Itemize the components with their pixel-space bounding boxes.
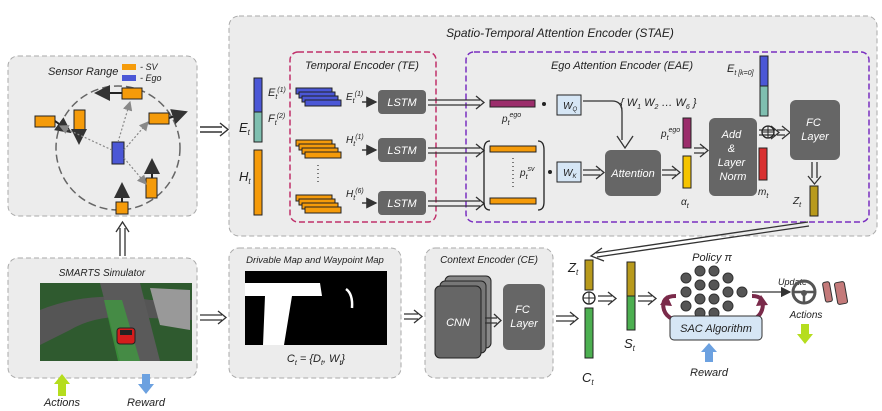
steering-wheel-icon [791,279,817,305]
attention-label: Attention [610,168,654,180]
reward-up-arrow-icon [701,343,717,362]
c-t-vector [584,307,594,359]
map-equation: Ct = {Dt, Wt} [287,353,345,367]
add-norm-block [709,118,757,196]
lstm-block [378,138,426,162]
sensor-panel [7,55,198,217]
lstm-label: LSTM [387,97,417,109]
actions-up-arrow-icon [54,374,70,396]
fc-label-eae: FC Layer [801,117,830,143]
cnn-block [434,285,482,359]
eae-title: Ego Attention Encoder (EAE) [551,60,693,72]
h-t-label: Ht [239,169,251,186]
add-norm-label: Add & Layer Norm [718,129,749,183]
wq-box [556,94,582,116]
legend-ego: - Ego [140,73,162,83]
lstm-block [378,90,426,114]
sv-vehicle [34,115,56,128]
z-t-label: Zt [792,196,802,209]
wk-box [556,161,582,183]
reward-label-left: Reward [127,397,166,409]
p-ego-small [682,117,692,149]
h6-stack [295,194,342,214]
alpha-vector [682,155,692,189]
lstm-block [378,191,426,215]
h-t-vector [253,149,263,216]
sv-vehicle [73,109,86,131]
te-box [289,51,437,223]
sac-block [669,315,763,341]
s-t-vector-bottom [626,295,636,331]
update-label: Update [778,277,807,287]
sac-label: SAC Algorithm [680,323,752,335]
te-title: Temporal Encoder (TE) [305,60,419,72]
w-set-label: { W1 W2 … W6 } [620,97,697,111]
reward-label-right: Reward [690,367,729,379]
s-t-vector-top [626,261,636,297]
sv-vehicle [121,87,143,100]
reward-down-arrow-icon [138,374,154,394]
fc-label-ce: FC Layer [510,304,539,330]
e-t-label: Et [239,120,251,137]
p-ego-vector [489,99,536,108]
m-t-vector [758,147,768,181]
h1-stack [295,139,342,159]
actions-label-left: Actions [43,397,81,409]
drivable-map [245,271,387,345]
legend-sv-swatch [122,64,136,70]
sv-vehicle [115,201,129,215]
stae-title: Spatio-Temporal Attention Encoder (STAE) [446,26,674,40]
map-title: Drivable Map and Waypoint Map [246,255,384,266]
fc-block-eae [790,100,840,160]
e-stack [295,87,342,107]
z-t-lower-label: Zt [567,260,579,277]
policy-label: Policy π [692,252,732,264]
eae-box [465,51,870,223]
e-k0-vector-top [759,55,769,87]
s-t-label: St [624,336,636,353]
ego-vehicle [111,141,125,165]
legend-sv: - SV [140,62,159,72]
policy-network [680,265,748,319]
legend-ego-swatch [122,75,136,81]
z-t-vector [809,185,819,217]
fc-block-ce [503,284,545,350]
e-k0-label: Et [k=0] [727,63,755,77]
lstm-label: LSTM [387,198,417,210]
m-t-label: mt [758,187,769,200]
cnn-label: CNN [446,317,470,329]
actions-down-arrow-icon [797,324,813,344]
z-t-lower-vector [584,259,594,291]
attention-block [605,150,661,196]
e-t-vector-bottom [253,111,263,143]
wk-label: WK [563,168,577,180]
simulator-view [40,283,192,361]
pedals-icon [822,281,849,305]
sv-vehicle [145,177,158,199]
lstm-label: LSTM [387,145,417,157]
smarts-title: SMARTS Simulator [59,268,146,279]
e-k0-vector-bottom [759,85,769,117]
sensor-title: Sensor Range [48,66,118,78]
c-t-label: Ct [582,370,594,387]
wq-label: WQ [563,101,577,113]
actions-label-right: Actions [789,310,823,321]
sv-vehicle [148,112,170,125]
ce-title: Context Encoder (CE) [440,255,538,266]
alpha-label: αt [681,197,690,210]
